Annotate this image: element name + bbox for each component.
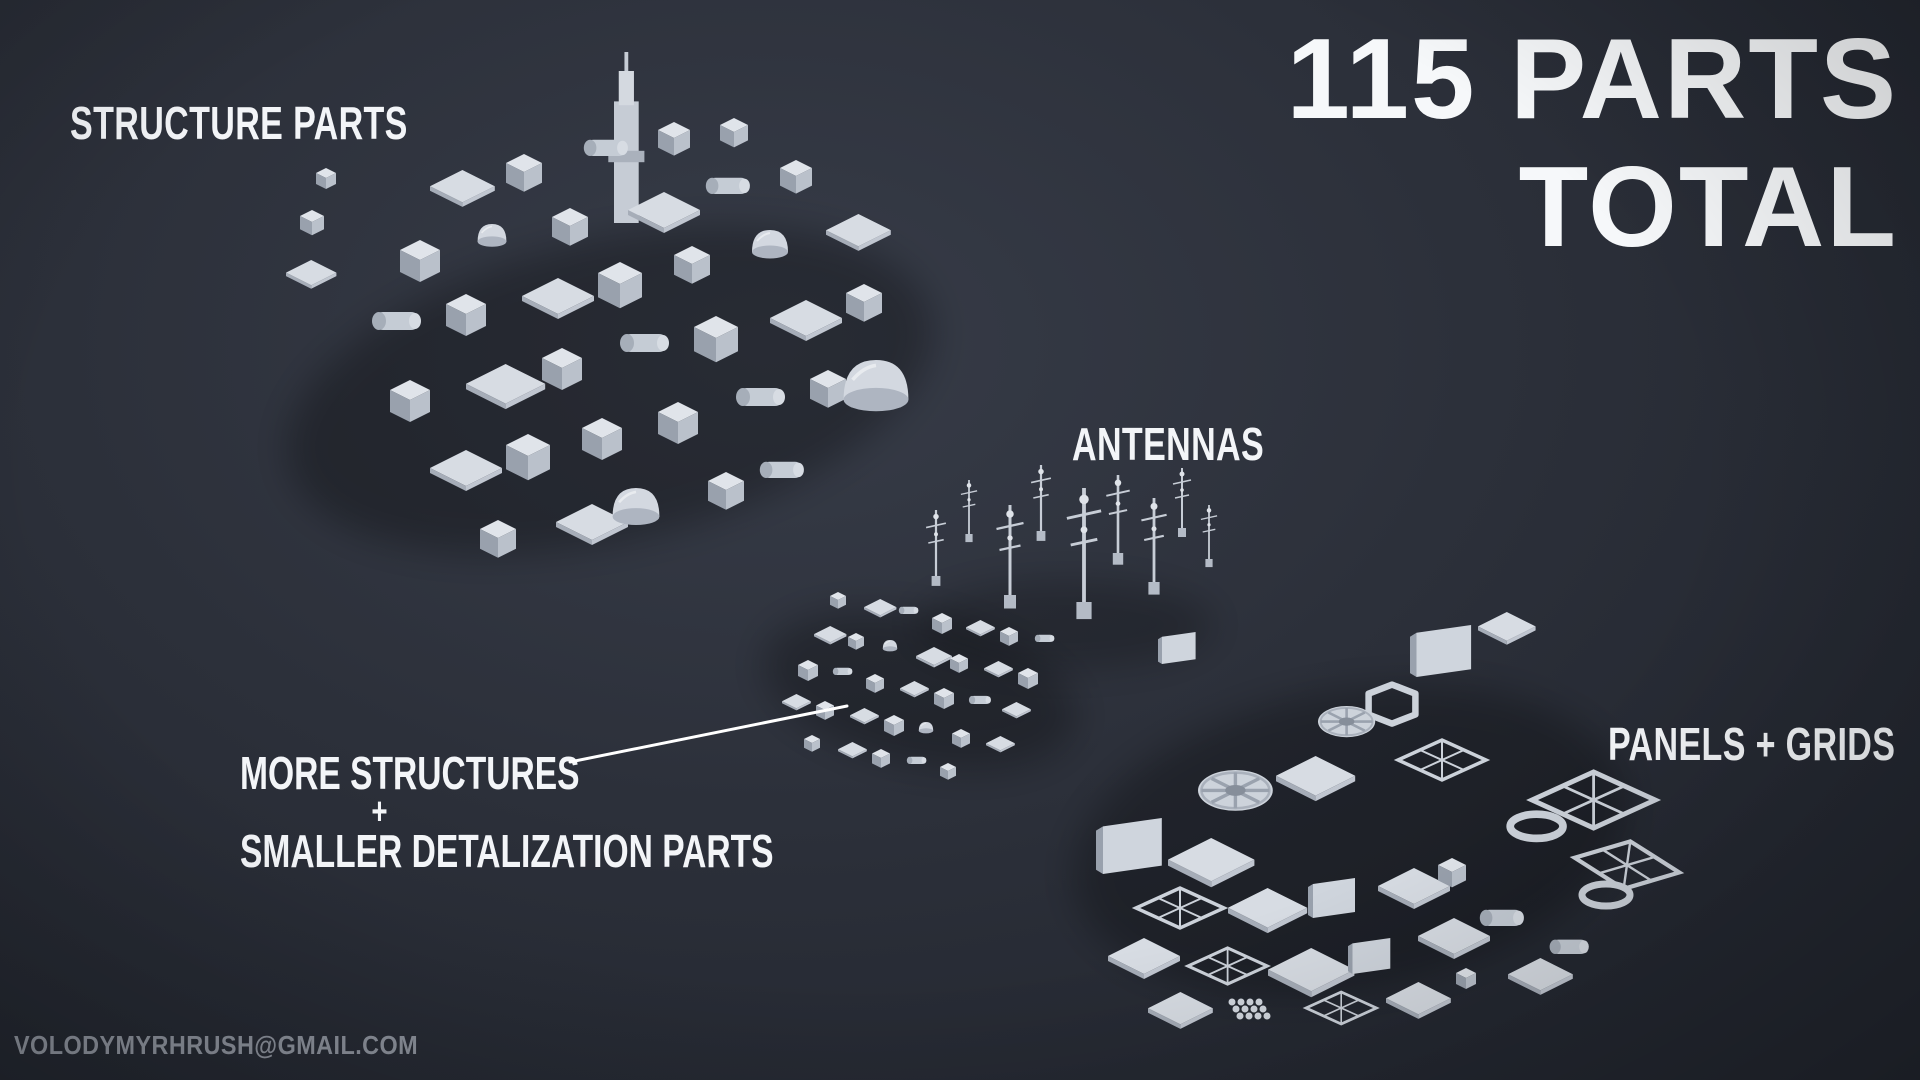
more-structures-label: MORE STRUCTURES + SMALLER DETALIZATION P… — [240, 747, 774, 877]
panels-grids-cluster — [1073, 612, 1660, 1029]
ant-part — [924, 508, 948, 588]
panel-part — [628, 192, 700, 233]
cyl-part — [898, 606, 919, 614]
more-structures-line2: SMALLER DETALIZATION PARTS — [240, 825, 774, 877]
ant-part — [1172, 467, 1192, 538]
wheel-part — [1196, 768, 1275, 813]
more-structures-plus: + — [371, 791, 388, 833]
box-part — [830, 592, 846, 609]
ant-part — [1140, 496, 1168, 596]
ant-part — [1105, 473, 1131, 567]
cyl-part — [583, 139, 628, 156]
wheel-part — [1316, 704, 1377, 739]
balls-part — [1228, 998, 1271, 1020]
cyl-part — [705, 177, 750, 194]
panel-part — [286, 260, 337, 289]
panel-part — [1148, 992, 1213, 1029]
pointer-line-stroke — [568, 704, 849, 764]
truss-part — [1304, 990, 1378, 1026]
box-part — [316, 168, 336, 189]
ant-part — [1200, 504, 1218, 568]
cyl-part — [968, 695, 991, 704]
cyl-part — [1549, 939, 1589, 954]
panelv-part — [1348, 938, 1391, 974]
panel-part — [430, 170, 495, 207]
panelv-part — [1308, 878, 1355, 918]
cyl-part — [906, 756, 927, 764]
panels-grids-label: PANELS + GRIDS — [1608, 718, 1896, 770]
ant-part — [960, 479, 978, 543]
cyl-part — [1034, 634, 1055, 642]
structure-parts-cluster — [286, 50, 934, 558]
box-part — [720, 118, 748, 148]
box-part — [1456, 968, 1476, 989]
box-part — [300, 210, 324, 236]
more-structures-line1: MORE STRUCTURES — [240, 747, 580, 799]
box-part — [400, 240, 440, 282]
cyl-part — [620, 334, 669, 352]
structure-parts-label: STRUCTURE PARTS — [70, 97, 408, 149]
tower-part — [606, 50, 647, 225]
ant-part — [1029, 463, 1053, 543]
box-part — [658, 122, 690, 156]
pointer-line — [568, 704, 849, 764]
ring-part — [1582, 884, 1630, 906]
cyl-part — [1479, 909, 1524, 926]
cyl-part — [372, 312, 421, 330]
panel-part — [1386, 982, 1451, 1019]
parts-total-line2: TOTAL — [1518, 143, 1898, 271]
box-part — [780, 160, 812, 194]
cyl-part — [759, 461, 804, 478]
cyl-part — [832, 667, 853, 675]
parts-total-title: 115 PARTS TOTAL — [1287, 16, 1899, 271]
contact-email: VOLODYMYRHRUSH@GMAIL.COM — [14, 1030, 419, 1060]
box-part — [506, 154, 542, 192]
panel-part — [1508, 958, 1573, 995]
panelv-part — [1096, 818, 1162, 874]
parts-total-line1: 115 PARTS — [1286, 16, 1898, 143]
small-parts-cluster — [762, 592, 1078, 780]
cyl-part — [736, 388, 785, 406]
panel-part — [1478, 612, 1536, 645]
dome-part — [476, 223, 508, 248]
antennas-label: ANTENNAS — [1072, 418, 1265, 470]
box-part — [552, 208, 588, 246]
panelv-part — [1410, 625, 1472, 677]
